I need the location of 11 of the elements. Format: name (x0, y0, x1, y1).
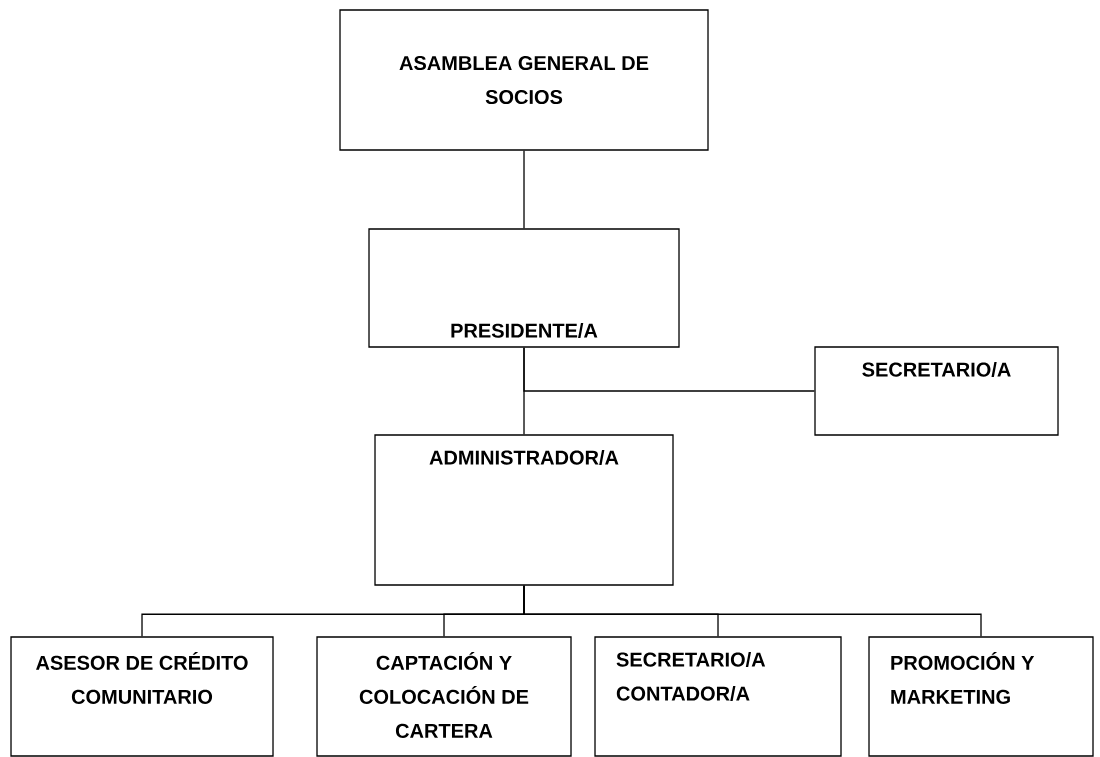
connector-line (523, 150, 525, 229)
org-box: ASAMBLEA GENERAL DE SOCIOS (339, 9, 709, 151)
org-box: SECRETARIO/A (814, 346, 1059, 436)
org-box: PROMOCIÓN Y MARKETING (868, 636, 1094, 757)
org-box: SECRETARIO/A CONTADOR/A (594, 636, 842, 757)
connector-line (523, 585, 982, 637)
connector-line (523, 347, 525, 435)
org-box: ADMINISTRADOR/A (374, 434, 674, 586)
org-box: ASESOR DE CRÉDITO COMUNITARIO (10, 636, 274, 757)
org-box: CAPTACIÓN Y COLOCACIÓN DE CARTERA (316, 636, 572, 757)
org-box: PRESIDENTE/A (368, 228, 680, 348)
